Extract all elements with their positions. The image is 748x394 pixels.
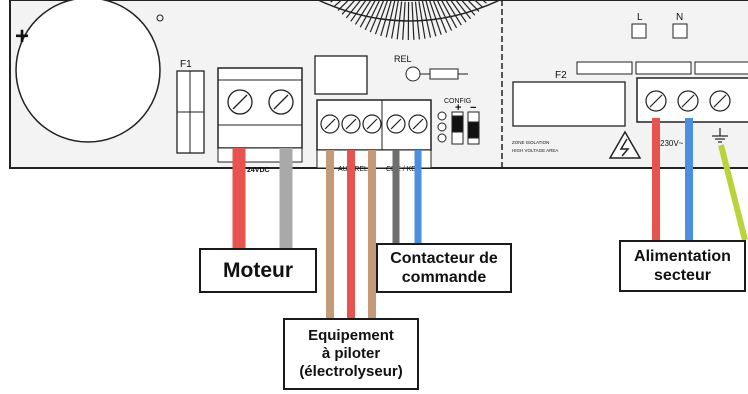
motor-label: Moteur xyxy=(199,248,317,293)
heatsink-fin xyxy=(460,0,476,16)
led xyxy=(405,66,421,82)
zone-text-2: HIGH VOLTAGE AREA xyxy=(512,148,558,153)
ground-icon xyxy=(712,128,728,143)
heatsink-fin xyxy=(369,0,385,33)
heatsink-fin xyxy=(436,0,453,31)
config-jumpers xyxy=(437,111,480,145)
varistors xyxy=(576,61,748,75)
heatsink-fin xyxy=(455,0,472,20)
heatsink-fin xyxy=(354,0,372,25)
wire-mains-earth xyxy=(718,144,748,241)
heatsink-fin xyxy=(473,0,484,8)
equipment-line-3: (électrolyseur) xyxy=(299,363,403,380)
config-minus: − xyxy=(470,102,476,114)
transformer-circle xyxy=(15,0,161,143)
wires xyxy=(232,118,748,318)
plus-marker: + xyxy=(15,23,29,50)
heatsink-fin xyxy=(432,0,448,33)
heatsink-fin xyxy=(440,0,458,29)
heatsink-fin xyxy=(466,0,480,12)
mains-l-socket xyxy=(631,23,647,39)
fuse-f2-label: F2 xyxy=(555,70,567,81)
control-screws xyxy=(320,114,428,134)
heatsink-fin xyxy=(333,0,343,7)
contactor-line-2: commande xyxy=(401,269,487,286)
contactor-label: Contacteur de commande xyxy=(376,243,512,293)
heatsink-fin xyxy=(414,1,421,40)
mains-n-label: N xyxy=(676,12,683,23)
config-plus: + xyxy=(455,102,461,114)
high-voltage-warning-icon xyxy=(608,130,642,159)
heatsink-fin xyxy=(359,0,377,28)
heatsink-fin xyxy=(396,1,403,40)
heatsink-fin xyxy=(418,1,426,39)
heatsink xyxy=(317,0,501,41)
heatsink-fin xyxy=(411,1,415,40)
relay-component xyxy=(314,55,368,95)
config-label: CONFIG xyxy=(444,98,471,105)
mains-line-2: secteur xyxy=(654,267,711,284)
heatsink-fin xyxy=(425,0,437,37)
resistor xyxy=(429,68,459,80)
motor-text: Moteur xyxy=(223,258,293,282)
equipment-line-1: Equipement xyxy=(308,327,394,344)
heatsink-fin xyxy=(391,0,399,39)
heatsink-fin xyxy=(380,0,392,37)
heatsink-fin xyxy=(385,0,396,38)
mains-label: Alimentation secteur xyxy=(619,240,746,292)
heatsink-fin xyxy=(449,0,467,23)
heatsink-fin xyxy=(337,0,350,11)
heatsink-fin xyxy=(364,0,381,31)
mount-hole xyxy=(156,14,164,22)
mains-screws xyxy=(645,90,731,112)
motor-voltage: 24VDC xyxy=(247,167,270,174)
equipment-line-2: à piloter xyxy=(321,345,381,362)
heatsink-fin xyxy=(341,0,356,15)
mains-l-label: L xyxy=(637,12,643,23)
heatsink-fin xyxy=(350,0,367,22)
mains-n-socket xyxy=(672,23,688,39)
equipment-label: Equipement à piloter (électrolyseur) xyxy=(283,318,419,390)
fuse-f1-label: F1 xyxy=(180,59,192,70)
mains-voltage: 230V~ xyxy=(660,139,684,148)
mains-line-1: Alimentation xyxy=(634,247,731,265)
motor-screws xyxy=(227,89,294,115)
heatsink-fin xyxy=(421,0,432,38)
heatsink-fin xyxy=(445,0,462,26)
zone-text-1: ZONE ISOLATION xyxy=(512,140,549,145)
cde-key-label: CDE / KEY xyxy=(386,166,421,173)
heatsink-fin xyxy=(402,1,406,40)
heatsink-fin xyxy=(345,0,362,19)
contactor-line-1: Contacteur de xyxy=(390,249,498,267)
fuse-f2 xyxy=(512,81,626,127)
heatsink-fin xyxy=(374,0,389,35)
relay-label: REL xyxy=(394,54,412,64)
heatsink-fin xyxy=(428,0,442,35)
